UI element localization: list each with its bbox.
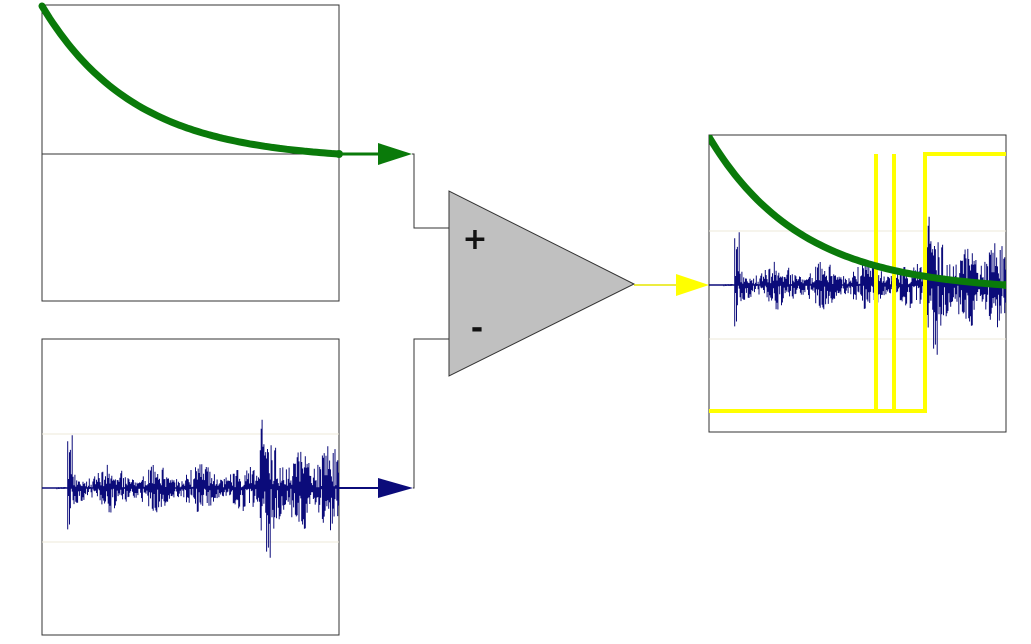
threshold-panel <box>38 2 343 302</box>
arrowhead-right-icon <box>378 143 412 165</box>
output-threshold-curve <box>709 135 1006 289</box>
audio-panel <box>41 338 340 636</box>
threshold-curve <box>38 2 343 158</box>
comparator: + - <box>448 190 636 377</box>
comparator-minus-label: - <box>471 311 483 346</box>
minus-input-connector <box>339 338 449 498</box>
output-curve-end-dot <box>1001 281 1006 289</box>
comparator-icon <box>448 190 636 377</box>
output-connector <box>634 274 709 296</box>
output-panel <box>708 134 1007 433</box>
comparator-output-trace <box>709 152 1006 413</box>
audio-waveform <box>55 419 339 558</box>
arrowhead-right-icon <box>676 274 709 296</box>
plus-input-connector <box>339 143 449 229</box>
arrowhead-right-icon <box>378 478 413 498</box>
comparator-plus-label: + <box>462 222 487 257</box>
